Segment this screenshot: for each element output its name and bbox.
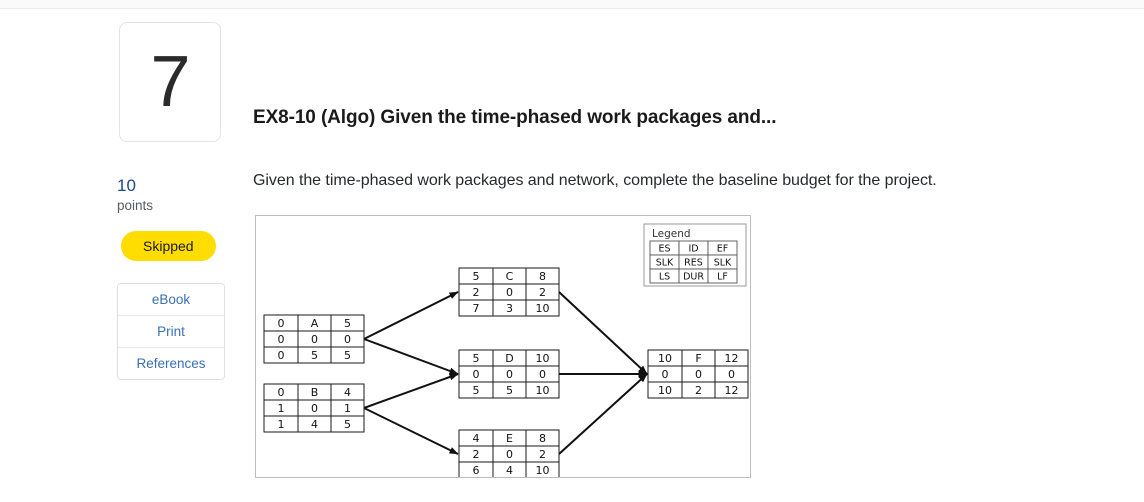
svg-text:0: 0 <box>662 368 669 381</box>
svg-text:ES: ES <box>658 244 670 255</box>
svg-text:2: 2 <box>473 286 480 299</box>
svg-text:7: 7 <box>473 302 480 315</box>
svg-text:3: 3 <box>506 302 513 315</box>
svg-text:4: 4 <box>473 432 480 445</box>
svg-text:0: 0 <box>506 448 513 461</box>
svg-text:1: 1 <box>344 402 351 415</box>
question-title: EX8-10 (Algo) Given the time-phased work… <box>253 107 777 128</box>
svg-text:0: 0 <box>506 286 513 299</box>
svg-text:1: 1 <box>278 418 285 431</box>
svg-text:2: 2 <box>539 286 546 299</box>
svg-text:5: 5 <box>344 349 351 362</box>
network-node-c: 5 C 8 2 0 2 7 3 10 <box>458 267 560 317</box>
points-label: points <box>117 197 154 213</box>
svg-text:2: 2 <box>539 448 546 461</box>
svg-text:A: A <box>311 317 319 330</box>
references-button[interactable]: References <box>118 348 224 380</box>
svg-text:0: 0 <box>278 333 285 346</box>
network-node-f: 10 F 12 0 0 0 10 2 12 <box>647 349 749 399</box>
svg-text:12: 12 <box>725 384 739 397</box>
svg-text:5: 5 <box>344 418 351 431</box>
status-badge: Skipped <box>121 231 216 262</box>
svg-text:EF: EF <box>717 244 728 255</box>
svg-text:10: 10 <box>658 352 672 365</box>
svg-text:0: 0 <box>695 368 702 381</box>
svg-text:0: 0 <box>311 402 318 415</box>
svg-text:10: 10 <box>536 384 550 397</box>
svg-text:E: E <box>506 432 513 445</box>
print-button[interactable]: Print <box>118 316 224 349</box>
svg-text:LS: LS <box>659 272 670 283</box>
edge-e-to-f <box>558 373 648 455</box>
svg-text:5: 5 <box>473 352 480 365</box>
svg-text:ID: ID <box>688 244 698 255</box>
edge-b-to-e <box>363 407 459 455</box>
svg-text:2: 2 <box>473 448 480 461</box>
svg-text:1: 1 <box>278 402 285 415</box>
network-node-b: 0 B 4 1 0 1 1 4 5 <box>263 383 365 433</box>
svg-text:0: 0 <box>311 333 318 346</box>
svg-text:5: 5 <box>311 349 318 362</box>
svg-text:0: 0 <box>344 333 351 346</box>
svg-text:F: F <box>695 352 701 365</box>
svg-text:0: 0 <box>473 368 480 381</box>
edge-a-to-c <box>363 291 459 340</box>
svg-text:5: 5 <box>506 384 513 397</box>
svg-text:0: 0 <box>506 368 513 381</box>
legend-title: Legend <box>652 228 691 240</box>
svg-text:B: B <box>311 386 319 399</box>
svg-text:5: 5 <box>473 270 480 283</box>
network-node-d: 5 D 10 0 0 0 5 5 10 <box>458 349 560 399</box>
svg-text:8: 8 <box>539 432 546 445</box>
svg-text:12: 12 <box>725 352 739 365</box>
svg-text:LF: LF <box>717 272 728 283</box>
svg-text:5: 5 <box>344 317 351 330</box>
svg-text:4: 4 <box>506 464 513 477</box>
svg-text:6: 6 <box>473 464 480 477</box>
svg-text:10: 10 <box>536 464 550 477</box>
question-number: 7 <box>150 42 190 122</box>
svg-text:SLK: SLK <box>656 258 674 269</box>
svg-text:0: 0 <box>728 368 735 381</box>
svg-text:RES: RES <box>684 258 703 269</box>
edge-c-to-f <box>558 291 648 375</box>
network-node-e: 4 E 8 2 0 2 6 4 10 <box>458 429 560 477</box>
svg-text:8: 8 <box>539 270 546 283</box>
top-divider-strip <box>0 0 1144 9</box>
edges-layer <box>363 291 648 455</box>
svg-text:0: 0 <box>278 317 285 330</box>
ebook-button[interactable]: eBook <box>118 284 224 317</box>
points-value: 10 <box>117 176 136 195</box>
svg-text:10: 10 <box>536 302 550 315</box>
edge-b-to-d <box>363 373 459 409</box>
svg-text:0: 0 <box>539 368 546 381</box>
question-prompt: Given the time-phased work packages and … <box>253 172 937 189</box>
svg-text:10: 10 <box>536 352 550 365</box>
svg-text:0: 0 <box>278 349 285 362</box>
question-number-card: 7 <box>119 22 221 142</box>
svg-text:D: D <box>505 352 513 365</box>
svg-text:SLK: SLK <box>714 258 732 269</box>
question-left-rail: 7 10 points Skipped eBook Print Referenc… <box>113 22 249 381</box>
svg-text:C: C <box>506 270 514 283</box>
question-main-column: EX8-10 (Algo) Given the time-phased work… <box>253 22 1123 190</box>
svg-text:5: 5 <box>473 384 480 397</box>
svg-text:0: 0 <box>278 386 285 399</box>
svg-text:4: 4 <box>344 386 351 399</box>
resource-button-group: eBook Print References <box>117 283 225 381</box>
points-block: 10 points <box>117 176 249 214</box>
svg-text:10: 10 <box>658 384 672 397</box>
svg-text:4: 4 <box>311 418 318 431</box>
svg-text:2: 2 <box>695 384 702 397</box>
network-node-a: 0 A 5 0 0 0 0 5 5 <box>263 314 365 364</box>
svg-text:DUR: DUR <box>683 272 704 283</box>
edge-a-to-d <box>363 338 459 375</box>
